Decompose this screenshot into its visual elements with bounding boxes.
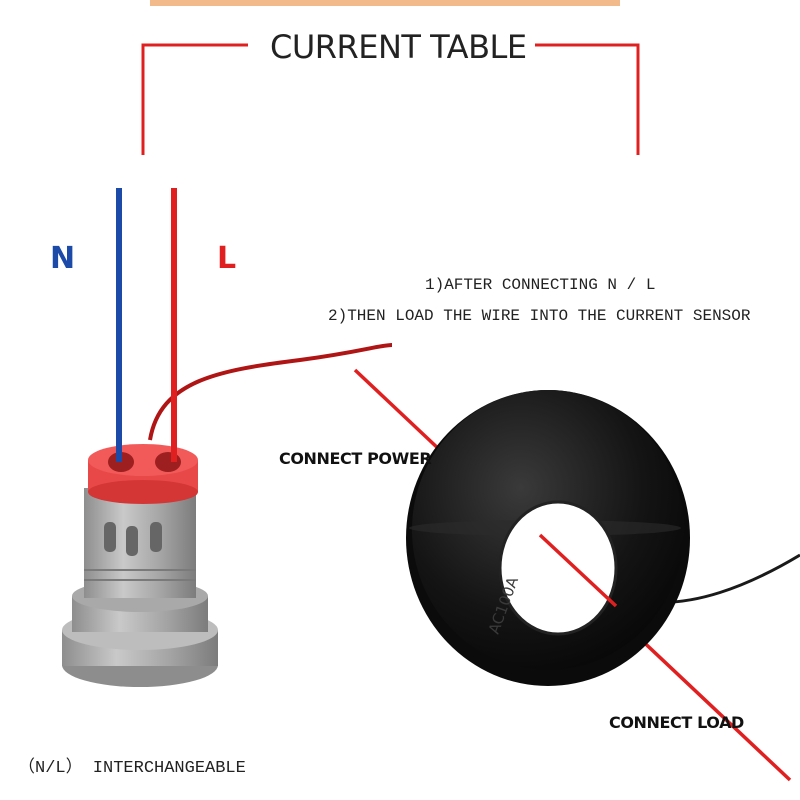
interchangeable-note: （N/L） INTERCHANGEABLE (18, 759, 246, 778)
instruction-step-2: 2)THEN LOAD THE WIRE INTO THE CURRENT SE… (328, 307, 751, 325)
instruction-step-1: 1)AFTER CONNECTING N / L (425, 276, 656, 294)
live-label: L (217, 241, 237, 276)
connect-load-callout: CONNECT LOAD (609, 713, 744, 732)
meter-cap (88, 444, 198, 504)
diagram-title: CURRENT TABLE (270, 28, 527, 66)
meter-body (62, 488, 218, 687)
load-wire-through-ring (538, 533, 618, 608)
sensor-lead-wire (148, 343, 393, 441)
bracket-line (141, 43, 640, 155)
connect-power-callout: CONNECT POWER (279, 449, 432, 468)
cropped-heading-strip (150, 0, 620, 6)
neutral-label: N (50, 241, 76, 276)
current-sensor (406, 390, 690, 686)
